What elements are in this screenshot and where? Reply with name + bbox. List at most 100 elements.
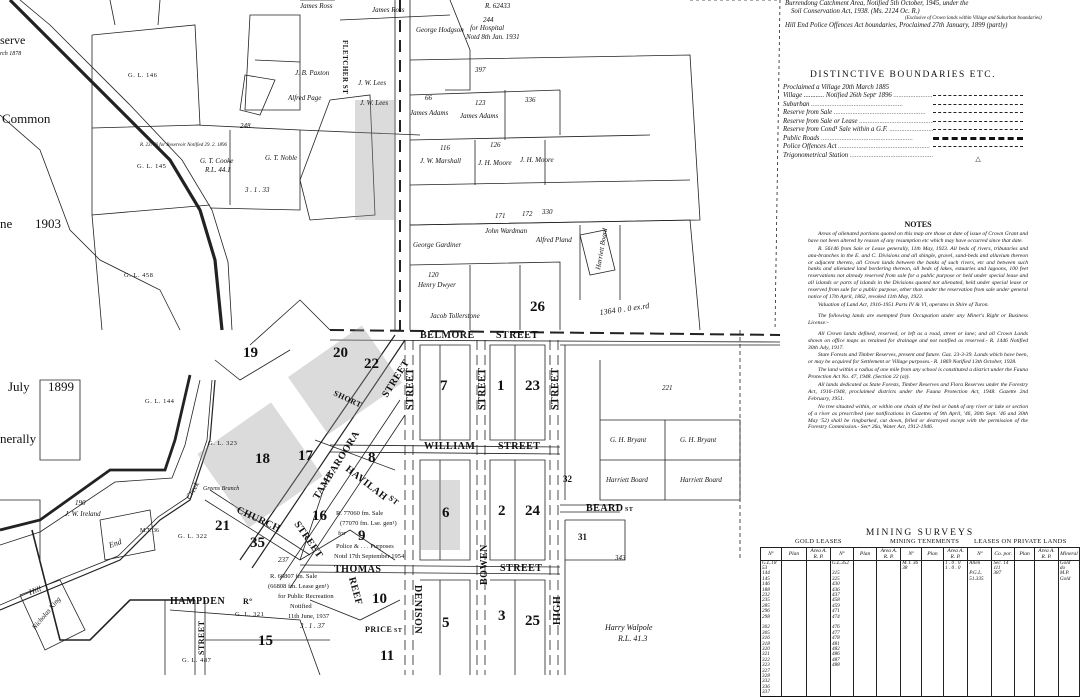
reserve-text: for <box>338 530 346 537</box>
parcel-owner: Alfred Pland <box>535 236 572 244</box>
street-label: ST <box>394 628 402 634</box>
column-header: Plan <box>852 546 878 561</box>
note-paragraph: The following lands are exempted from Oc… <box>808 312 1028 326</box>
column-header: Area A. R. P. <box>806 546 831 561</box>
street-label: STREET <box>292 519 325 560</box>
parcel-number: 171 <box>495 212 506 220</box>
section-number: 1 <box>497 378 505 394</box>
parcel-owner: G. T. Noble <box>265 154 297 162</box>
private-lease-minerals: Gold do M.P. Gold <box>1057 560 1080 697</box>
private-lease-portions: Sec. 14 111 387 <box>991 560 1015 697</box>
reserve-text: Police & . . . Purposes <box>336 543 394 550</box>
high-street-label: HIGH <box>552 596 563 625</box>
note-line: (Exclusive of Crown lands within Village… <box>905 16 1042 21</box>
parcel-number: 221 <box>662 384 673 392</box>
parcel-number: 343 <box>614 554 626 562</box>
section-number: 11 <box>380 648 394 664</box>
gl-label: G. L. 323 <box>208 440 237 447</box>
parcel-number: 126 <box>490 141 501 149</box>
gl-label: G. L. 458 <box>124 272 153 279</box>
parcel-owner: James Adams <box>460 112 498 120</box>
parcel-rl: R.L. 44.1 <box>204 166 231 174</box>
mining-title: MINING SURVEYS <box>865 528 975 538</box>
legend-line <box>933 95 1023 97</box>
reserve-text: R. 66807 fm. Sale <box>270 573 317 580</box>
note-line: Hill End Police Offences Act boundaries,… <box>785 22 1008 29</box>
section-number: 23 <box>525 378 540 394</box>
street-label: STREET <box>550 368 561 410</box>
parcel-number: 330 <box>541 208 553 216</box>
reserve-label: serve <box>0 33 25 47</box>
street-label: STREET <box>197 620 206 655</box>
street-label: ST <box>625 507 633 513</box>
gold-lease-numbers: G.L.18 53 144 145 146 188 232 235 285 29… <box>760 560 782 697</box>
hampden-road-label: HAMPDEN <box>170 596 225 607</box>
street-label: ST <box>387 493 401 507</box>
parcel-rl: R.L. 41.3 <box>617 634 647 643</box>
reservoir-reserve: R. 23776 for Reservoir Notified 29. 2. 1… <box>139 143 227 148</box>
parcel-owner: George Hodgson <box>416 26 464 34</box>
legend-row: Police Offences Act <box>783 143 1023 152</box>
section-number: 15 <box>258 633 273 649</box>
private-lease-numbers: Allen P.G.L. 51.335 <box>967 560 993 697</box>
section-number: 7 <box>440 378 448 394</box>
section-number: 31 <box>578 532 588 542</box>
legend-line <box>933 120 1023 122</box>
parcel-owner: J. H. Moore <box>520 156 554 164</box>
street-names: BELMORE STREET WILLIAM STREET THOMAS STR… <box>170 40 633 655</box>
mining-table: Nº Plan Area A. R. P. Nº Plan Area A. R.… <box>760 546 1080 697</box>
street-label: STREET <box>500 563 542 574</box>
section-number: 22 <box>364 356 379 372</box>
legend-row: Trigonometrical Station△ <box>783 151 1023 164</box>
parcel-area: 3 . 1 . 37 <box>299 622 325 630</box>
note-paragraph: State Forests and Timber Reserves, prese… <box>808 352 1028 366</box>
legend-label: Public Roads <box>783 135 933 142</box>
column-header: Area A. R. P. <box>942 546 969 561</box>
section-number: 25 <box>525 613 540 629</box>
gl-label: G. L. 145 <box>137 163 166 170</box>
legend-row: Reserve from Sale or Lease <box>783 117 1023 126</box>
common-label: Common <box>2 111 51 126</box>
street-label: STREET <box>477 368 488 410</box>
section-number: 2 <box>498 503 506 519</box>
beard-street-label: BEARD <box>586 503 624 514</box>
parcel-owner: J. W. Lees <box>358 79 386 87</box>
legend-row: Suburban <box>783 100 1023 109</box>
creek-label: Creek <box>184 480 201 501</box>
william-street-label: WILLIAM <box>424 441 475 452</box>
legend-line <box>933 136 1023 140</box>
parcel-owner: Harry Walpole <box>604 623 653 632</box>
column-header: Nº <box>760 546 782 561</box>
column-header: Plan <box>1013 546 1036 561</box>
parcel-owner: James Ross <box>372 6 405 14</box>
legend-row: Public Roads <box>783 134 1023 143</box>
note-paragraph: All lands dedicated as State Forests, Ti… <box>808 382 1028 402</box>
parcel-owner: J. W. Ireland <box>65 510 101 518</box>
note-line: Soil Conservation Act, 1938. (Ms. 2124 O… <box>791 8 920 15</box>
dense-lots <box>197 100 460 550</box>
column-header: Plan <box>780 546 808 561</box>
denison-street-label: DENISON <box>412 585 423 634</box>
police-reserve: R. 77060 fm. Sale (77070 fm. Lse. gen¹) … <box>334 510 405 560</box>
parcel-owner: J. H. Moore <box>478 159 512 167</box>
section-number: 16 <box>312 508 328 524</box>
note-paragraph: The land within a radius of one mile fro… <box>808 367 1028 381</box>
parcel-number: 66 <box>425 94 433 102</box>
column-header: Area A. R. P. <box>1034 546 1059 561</box>
boundaries-legend: DISTINCTIVE BOUNDARIES ETC. Proclaimed a… <box>783 70 1023 164</box>
belmore-street-label: BELMORE <box>420 330 475 341</box>
hill-label: Hill <box>27 584 43 597</box>
column-header: Mineral <box>1057 546 1080 561</box>
legend-label: Reserve from Cond¹ Sale within a G.F. <box>783 126 933 133</box>
parcel-number: 336 <box>524 96 536 104</box>
section-number: 17 <box>298 448 314 464</box>
section-number: 24 <box>525 503 541 519</box>
parcel-owner: George Gardiner <box>413 241 462 249</box>
thomas-street-label: THOMAS <box>334 564 381 575</box>
parcel-owner: J. W. Lees <box>360 99 388 107</box>
section-number: 10 <box>372 591 387 607</box>
gl-label: G. L. 146 <box>128 72 158 79</box>
fletcher-street-label: FLETCHER ST <box>341 40 349 94</box>
section-numbers: 15 16 17 18 19 20 21 35 8 9 10 11 5 6 7 … <box>215 299 588 664</box>
parcel-owner: Harriett Board <box>679 476 722 484</box>
